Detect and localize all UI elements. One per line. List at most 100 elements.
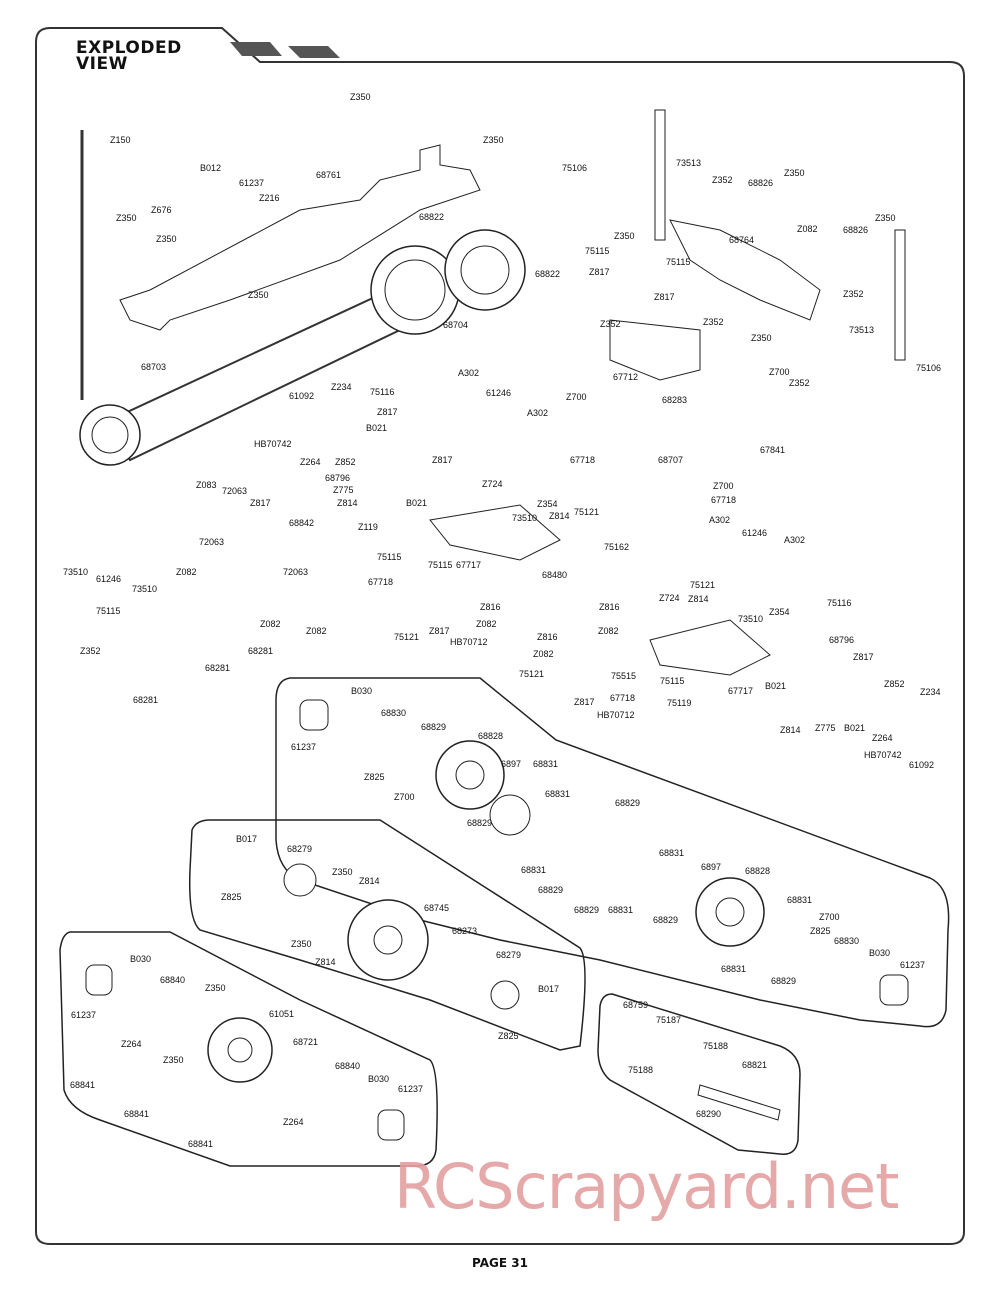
cup-61237-a bbox=[299, 699, 329, 731]
part-label: 68822 bbox=[419, 212, 444, 222]
pulley-assembly-outline bbox=[188, 819, 586, 1051]
part-label: 68841 bbox=[70, 1080, 95, 1090]
part-label: HB70712 bbox=[450, 637, 488, 647]
part-label: A302 bbox=[709, 515, 730, 525]
part-label: 68796 bbox=[829, 635, 854, 645]
driveshaft-outline bbox=[597, 993, 801, 1155]
part-label: 61237 bbox=[398, 1084, 423, 1094]
part-label: 6897 bbox=[501, 759, 521, 769]
shim-68829 bbox=[489, 794, 531, 836]
diff-gear-68828-hub bbox=[455, 760, 485, 790]
part-label: Z350 bbox=[875, 213, 896, 223]
part-label: 68831 bbox=[659, 848, 684, 858]
part-label: Z817 bbox=[574, 697, 595, 707]
part-label: HB70712 bbox=[597, 710, 635, 720]
part-label: Z234 bbox=[331, 382, 352, 392]
part-label: B012 bbox=[200, 163, 221, 173]
part-label: 75115 bbox=[428, 560, 452, 570]
page-title: EXPLODED VIEW bbox=[76, 38, 182, 73]
part-label: 68279 bbox=[496, 950, 521, 960]
part-label: Z852 bbox=[335, 457, 356, 467]
part-label: 68703 bbox=[141, 362, 166, 372]
part-label: Z150 bbox=[110, 135, 131, 145]
part-label: Z082 bbox=[598, 626, 619, 636]
part-label: 61092 bbox=[909, 760, 934, 770]
part-label: 75121 bbox=[574, 507, 599, 517]
part-label: Z354 bbox=[537, 499, 558, 509]
part-label: 68831 bbox=[545, 789, 570, 799]
part-label: 68745 bbox=[424, 903, 449, 913]
part-label: Z817 bbox=[377, 407, 398, 417]
part-label: 75187 bbox=[656, 1015, 681, 1025]
upper-deck bbox=[119, 144, 481, 331]
part-label: 68829 bbox=[653, 915, 678, 925]
part-label: B030 bbox=[869, 948, 890, 958]
diff-assembly-outline bbox=[275, 677, 950, 1028]
part-label: 75115 bbox=[96, 606, 120, 616]
belt-pulley-large-inner bbox=[384, 259, 446, 321]
part-label: 68796 bbox=[325, 473, 350, 483]
part-label: Z814 bbox=[359, 876, 380, 886]
part-label: 75188 bbox=[703, 1041, 728, 1051]
part-label: Z825 bbox=[364, 772, 385, 782]
part-label: 75121 bbox=[519, 669, 544, 679]
header-stripe-2 bbox=[288, 46, 340, 58]
part-label: 68841 bbox=[124, 1109, 149, 1119]
part-label: Z817 bbox=[432, 455, 453, 465]
arm-67717-upper bbox=[429, 504, 561, 561]
part-label: Z816 bbox=[599, 602, 620, 612]
part-label: 68707 bbox=[658, 455, 683, 465]
part-label: B030 bbox=[130, 954, 151, 964]
part-label: Z082 bbox=[176, 567, 197, 577]
part-label: 68480 bbox=[542, 570, 567, 580]
part-label: 68831 bbox=[608, 905, 633, 915]
part-label: 68281 bbox=[248, 646, 273, 656]
part-label: Z352 bbox=[789, 378, 810, 388]
title-line1: EXPLODED bbox=[76, 38, 182, 58]
part-label: Z082 bbox=[306, 626, 327, 636]
arm-67717-lower bbox=[649, 619, 771, 676]
part-label: Z350 bbox=[332, 867, 353, 877]
part-label: Z816 bbox=[480, 602, 501, 612]
part-label: B021 bbox=[366, 423, 387, 433]
part-label: 73510 bbox=[132, 584, 157, 594]
part-label: B017 bbox=[236, 834, 257, 844]
part-label: 68830 bbox=[381, 708, 406, 718]
part-label: 68829 bbox=[467, 818, 492, 828]
part-label: 68290 bbox=[696, 1109, 721, 1119]
spur-gear-68745 bbox=[347, 899, 429, 981]
part-label: Z775 bbox=[333, 485, 354, 495]
part-label: 75119 bbox=[667, 698, 691, 708]
part-label: 68283 bbox=[662, 395, 687, 405]
part-label: Z724 bbox=[659, 593, 680, 603]
part-label: 68841 bbox=[188, 1139, 213, 1149]
part-label: 68826 bbox=[843, 225, 868, 235]
part-label: Z234 bbox=[920, 687, 941, 697]
part-label: 61246 bbox=[742, 528, 767, 538]
part-label: 72063 bbox=[283, 567, 308, 577]
part-label: 68831 bbox=[521, 865, 546, 875]
cup-61237-d bbox=[377, 1109, 405, 1141]
part-label: Z825 bbox=[221, 892, 242, 902]
part-label: 75515 bbox=[611, 671, 636, 681]
part-label: Z814 bbox=[549, 511, 570, 521]
part-label: Z814 bbox=[688, 594, 709, 604]
part-label: 67717 bbox=[728, 686, 753, 696]
part-label: 61246 bbox=[96, 574, 121, 584]
diff-gear-68828-b-hub bbox=[715, 897, 745, 927]
part-label: Z700 bbox=[713, 481, 734, 491]
part-label: Z700 bbox=[769, 367, 790, 377]
post-right bbox=[894, 229, 906, 361]
part-label: 61092 bbox=[289, 391, 314, 401]
part-label: 61051 bbox=[269, 1009, 294, 1019]
part-label: 75116 bbox=[827, 598, 851, 608]
part-label: Z216 bbox=[259, 193, 280, 203]
part-label: B021 bbox=[765, 681, 786, 691]
post-left bbox=[654, 109, 666, 241]
part-label: Z350 bbox=[291, 939, 312, 949]
part-label: 68828 bbox=[478, 731, 503, 741]
part-label: 68831 bbox=[533, 759, 558, 769]
part-label: 67718 bbox=[570, 455, 595, 465]
part-label: 75115 bbox=[377, 552, 401, 562]
